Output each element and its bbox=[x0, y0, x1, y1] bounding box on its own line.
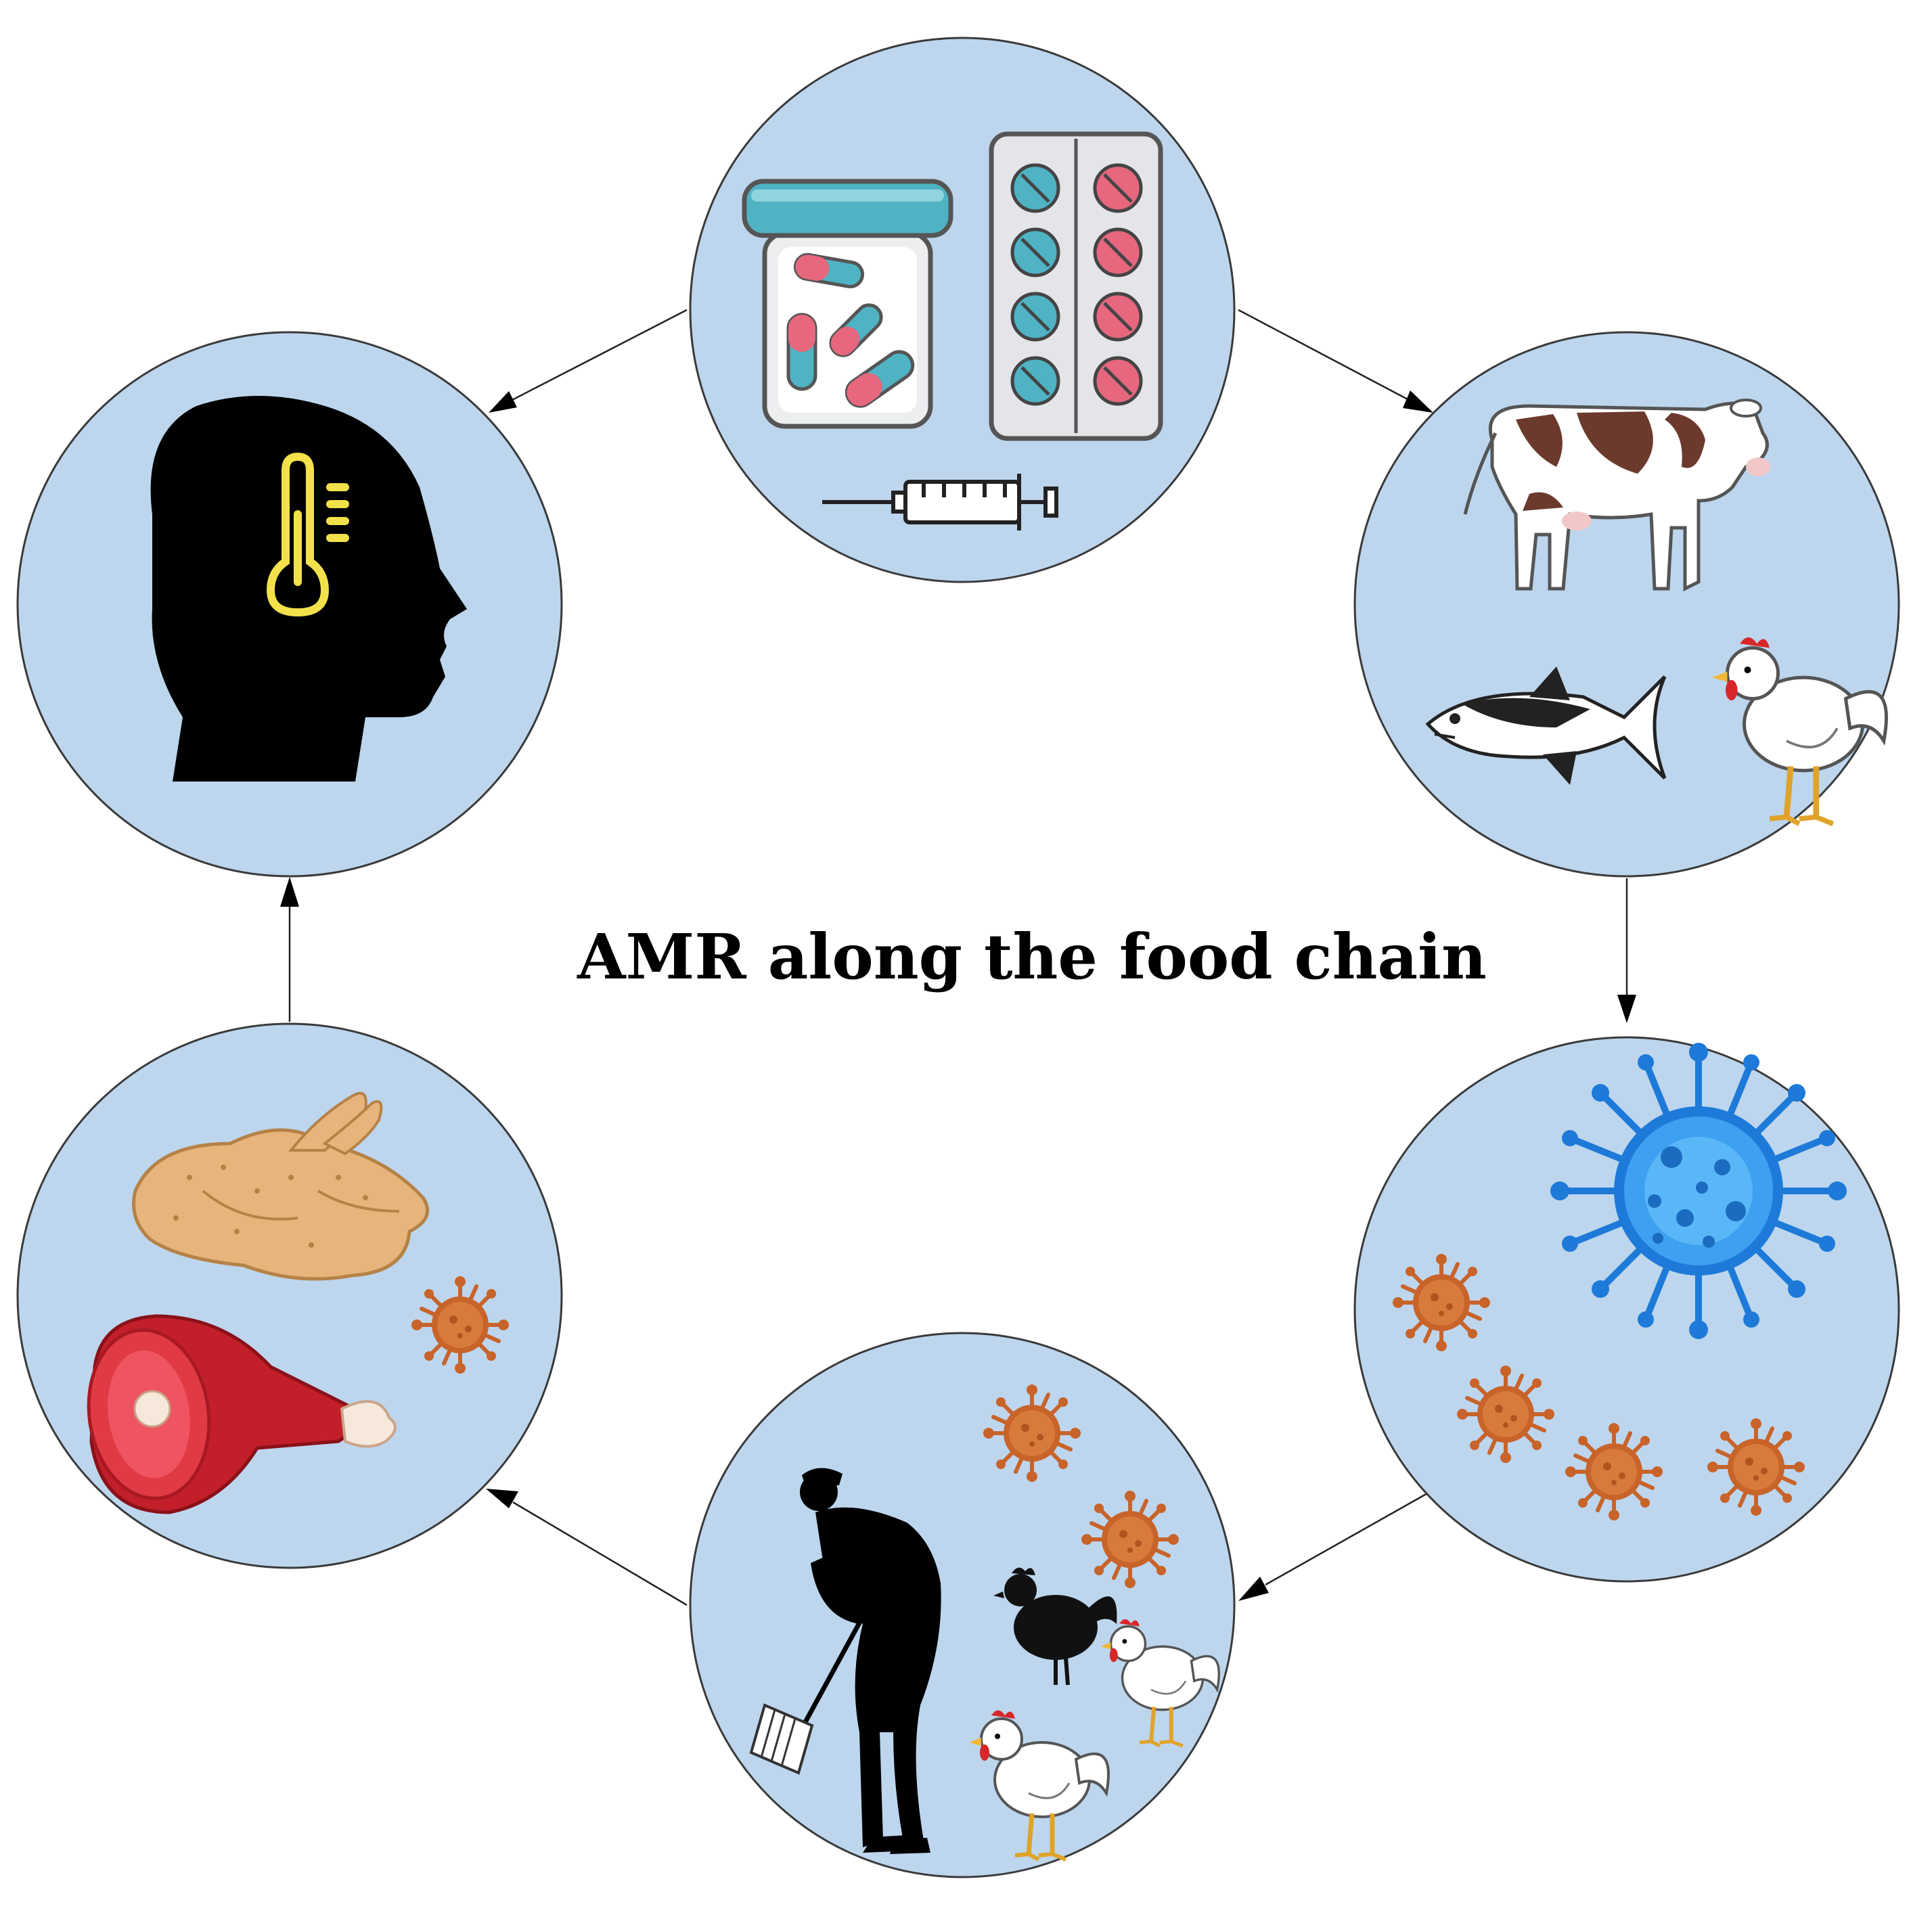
flow-arrows bbox=[280, 309, 1636, 1606]
bacteria-icon bbox=[983, 1384, 1081, 1482]
farmer-raking-icon bbox=[800, 1468, 941, 1854]
stage-food-animals bbox=[1353, 331, 1900, 878]
stage-circle-farm-exposure bbox=[689, 1332, 1236, 1878]
syringe-icon bbox=[822, 474, 1058, 531]
stage-farm-exposure bbox=[689, 1332, 1236, 1878]
fish-icon bbox=[1425, 667, 1667, 785]
arrow-bacteria-to-farm bbox=[1265, 1489, 1434, 1586]
chicken-icon bbox=[993, 1567, 1117, 1686]
thermometer-icon bbox=[266, 452, 349, 617]
stage-resistant-bacteria bbox=[1353, 1036, 1900, 1583]
bacteria-icon bbox=[1393, 1254, 1490, 1351]
arrowhead-human bbox=[489, 391, 517, 413]
bacteria-icon bbox=[1457, 1366, 1554, 1463]
arrow-antibiotics-to-animals bbox=[1238, 309, 1408, 401]
human-head-icon bbox=[150, 396, 467, 782]
bacteria-icon bbox=[1081, 1491, 1179, 1588]
stage-food-products bbox=[16, 1022, 563, 1569]
virus-icon bbox=[1550, 1043, 1847, 1339]
ham-icon bbox=[87, 1314, 397, 1514]
roast-chicken-icon bbox=[132, 1091, 430, 1281]
arrowhead-animals bbox=[1403, 390, 1433, 413]
stage-antibiotics bbox=[689, 37, 1236, 583]
pill-jar-icon bbox=[742, 179, 953, 429]
arrow-farm-to-food bbox=[512, 1501, 688, 1606]
rake-icon bbox=[749, 1609, 869, 1775]
arrowhead-farm bbox=[1238, 1577, 1269, 1601]
arrowhead-human-up bbox=[280, 877, 299, 907]
cow-icon bbox=[1463, 399, 1770, 592]
arrowhead-bacteria bbox=[1617, 995, 1636, 1023]
stage-human-illness bbox=[16, 331, 563, 878]
bacteria-icon bbox=[411, 1276, 509, 1374]
stage-circle-food-products bbox=[16, 1022, 563, 1569]
arrowhead-food bbox=[486, 1489, 518, 1508]
arrow-antibiotics-to-human bbox=[510, 309, 688, 402]
diagram-title: AMR along the food chain bbox=[577, 920, 1487, 993]
pill-blister-icon bbox=[989, 131, 1163, 441]
bacteria-icon bbox=[1565, 1423, 1663, 1520]
bacteria-icon bbox=[1707, 1418, 1805, 1516]
